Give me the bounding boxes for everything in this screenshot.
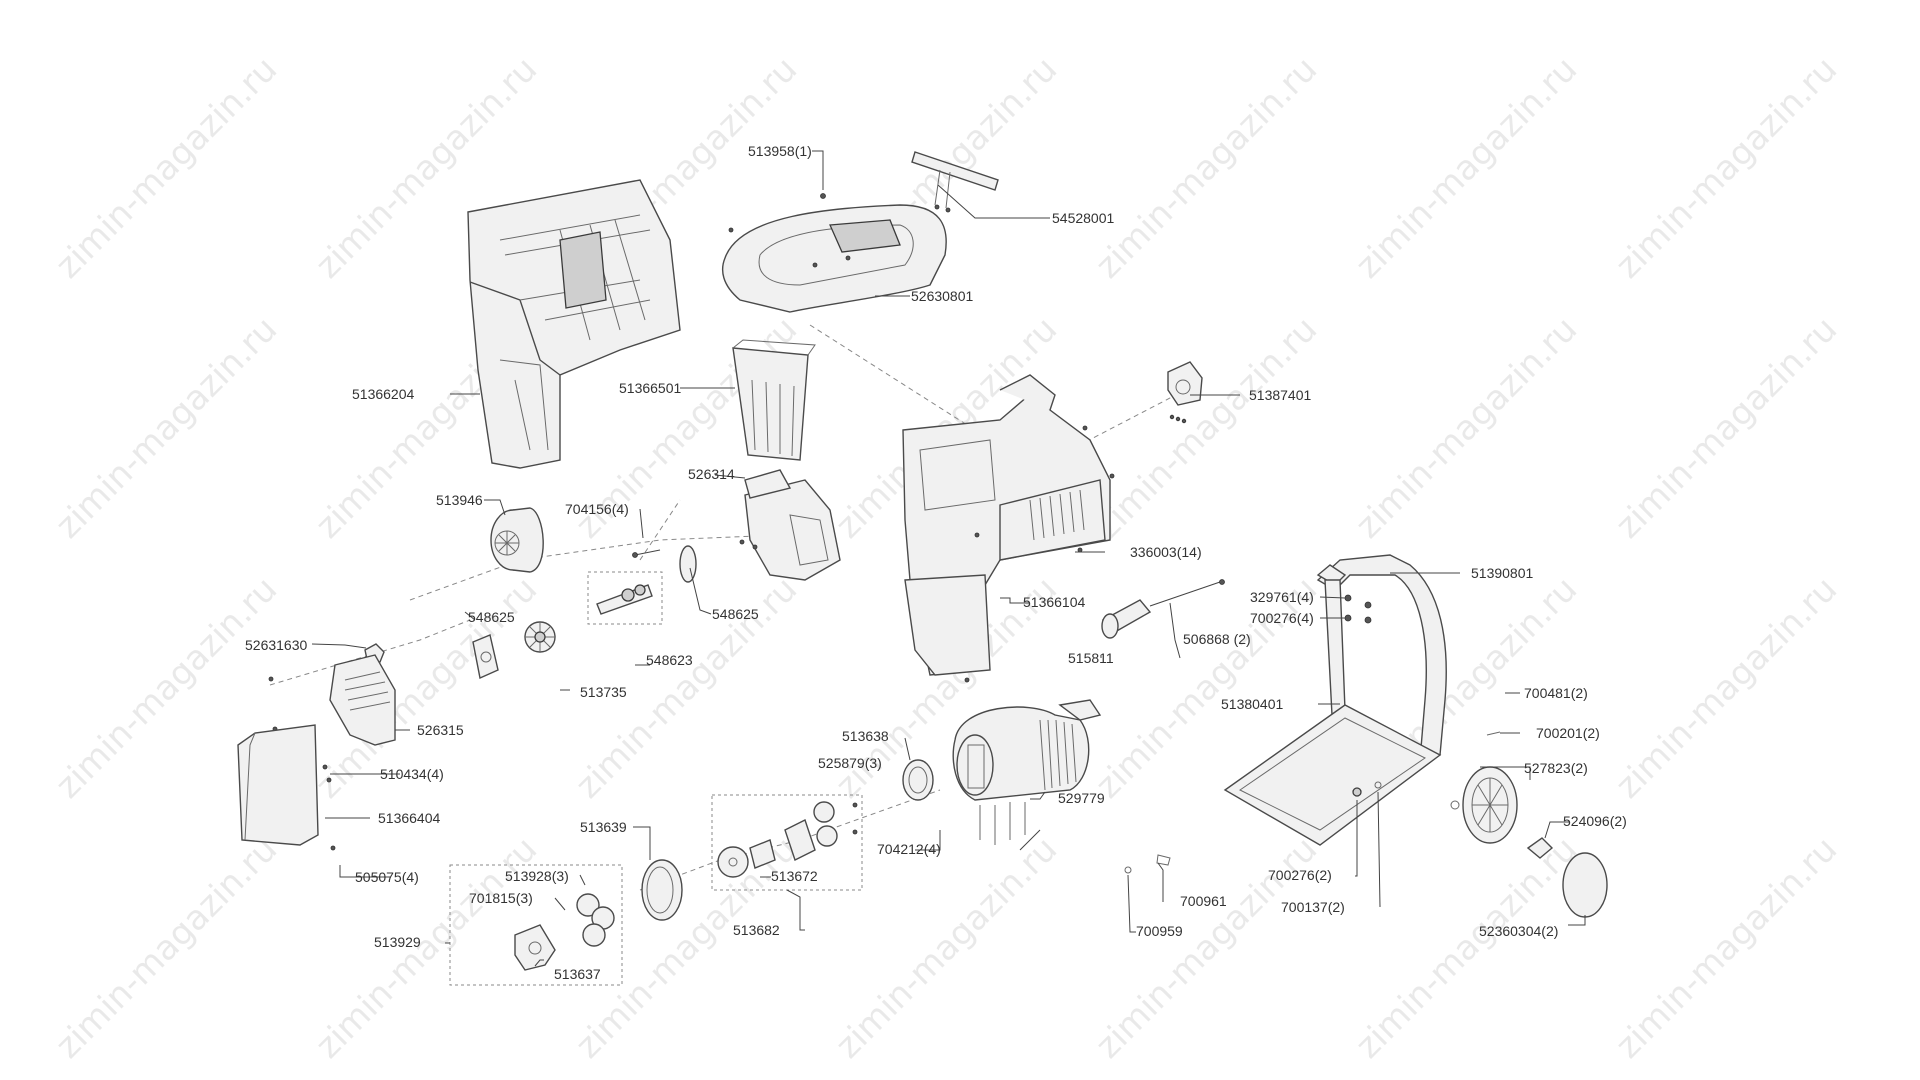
part-label: 513637	[554, 966, 601, 982]
part-label: 52631630	[245, 637, 308, 653]
part-label: 700481(2)	[1524, 685, 1588, 701]
part-label: 526315	[417, 722, 464, 738]
part-label: 51390801	[1471, 565, 1534, 581]
planetary-carrier-group	[711, 794, 863, 891]
hopper-housing-part	[467, 179, 681, 469]
part-label: 700201(2)	[1536, 725, 1600, 741]
part-label: 701815(3)	[469, 890, 533, 906]
gear-housing-part	[739, 469, 841, 581]
part-label: 510434(4)	[380, 766, 444, 782]
watermark: zimin-magazin.ru	[1088, 309, 1325, 546]
watermark: zimin-magazin.ru	[1608, 309, 1845, 546]
part-label: 527823(2)	[1524, 760, 1588, 776]
part-label: 51366501	[619, 380, 682, 396]
wheel-part	[1462, 766, 1608, 918]
part-label: 548623	[646, 652, 693, 668]
watermark: zimin-magazin.ru	[568, 829, 805, 1066]
part-label: 513735	[580, 684, 627, 700]
roller-drum-part	[490, 507, 544, 573]
part-label: 54528001	[1052, 210, 1115, 226]
part-label: 513672	[771, 868, 818, 884]
part-label: 51387401	[1249, 387, 1312, 403]
part-label: 700276(2)	[1268, 867, 1332, 883]
part-label: 51366404	[378, 810, 441, 826]
ring-gear-part	[641, 859, 683, 921]
part-label: 513682	[733, 922, 780, 938]
part-label: 704156(4)	[565, 501, 629, 517]
watermark: zimin-magazin.ru	[1608, 49, 1845, 286]
part-label: 51366104	[1023, 594, 1086, 610]
motor-housing-part	[902, 374, 1115, 683]
watermark: zimin-magazin.ru	[1088, 49, 1325, 286]
watermark: zimin-magazin.ru	[1348, 309, 1585, 546]
part-label: 548625	[468, 609, 515, 625]
part-label: 529779	[1058, 790, 1105, 806]
part-label: 513928(3)	[505, 868, 569, 884]
part-label: 704212(4)	[877, 841, 941, 857]
part-label: 525879(3)	[818, 755, 882, 771]
part-label: 700137(2)	[1281, 899, 1345, 915]
gear-cover-part	[268, 643, 396, 783]
watermark: zimin-magazin.ru	[1088, 829, 1325, 1066]
stand-frame-part	[1124, 554, 1501, 874]
leader-lines	[311, 150, 1586, 967]
part-label: 52630801	[911, 288, 974, 304]
part-label: 700961	[1180, 893, 1227, 909]
part-label: 513638	[842, 728, 889, 744]
part-label: 513946	[436, 492, 483, 508]
basket-part	[732, 339, 816, 461]
part-label: 548625	[712, 606, 759, 622]
part-label: 51366204	[352, 386, 415, 402]
part-label: 524096(2)	[1563, 813, 1627, 829]
watermark: zimin-magazin.ru	[1348, 49, 1585, 286]
part-label: 513929	[374, 934, 421, 950]
top-cover-part	[722, 151, 999, 313]
switch-assembly-part	[1167, 361, 1203, 424]
watermark: zimin-magazin.ru	[48, 49, 285, 286]
motor-stator-part	[902, 699, 1102, 845]
watermark: zimin-magazin.ru	[828, 829, 1065, 1066]
watermark: zimin-magazin.ru	[1608, 829, 1845, 1066]
watermark: zimin-magazin.ru	[48, 309, 285, 546]
part-label: 513958(1)	[748, 143, 812, 159]
impeller-part	[472, 621, 556, 679]
part-label: 329761(4)	[1250, 589, 1314, 605]
part-label: 506868 (2)	[1183, 631, 1251, 647]
watermark: zimin-magazin.ru	[1608, 569, 1845, 806]
part-label: 700959	[1136, 923, 1183, 939]
part-label: 513639	[580, 819, 627, 835]
part-label: 52360304(2)	[1479, 923, 1558, 939]
side-panel-part	[237, 724, 336, 851]
planetary-gear-group	[449, 864, 623, 986]
capacitor-part	[1101, 579, 1225, 639]
watermark: zimin-magazin.ru	[1348, 829, 1585, 1066]
part-label: 515811	[1068, 650, 1114, 666]
shaft-assembly-part	[587, 545, 697, 625]
part-label: 526314	[688, 466, 735, 482]
watermark: zimin-magazin.ru	[308, 829, 545, 1066]
part-label: 336003(14)	[1130, 544, 1202, 560]
part-label: 505075(4)	[355, 869, 419, 885]
part-labels: 513958(1) 54528001 52630801 51366204 513…	[245, 143, 1627, 982]
watermark: zimin-magazin.ru	[48, 829, 285, 1066]
part-label: 700276(4)	[1250, 610, 1314, 626]
part-label: 51380401	[1221, 696, 1284, 712]
